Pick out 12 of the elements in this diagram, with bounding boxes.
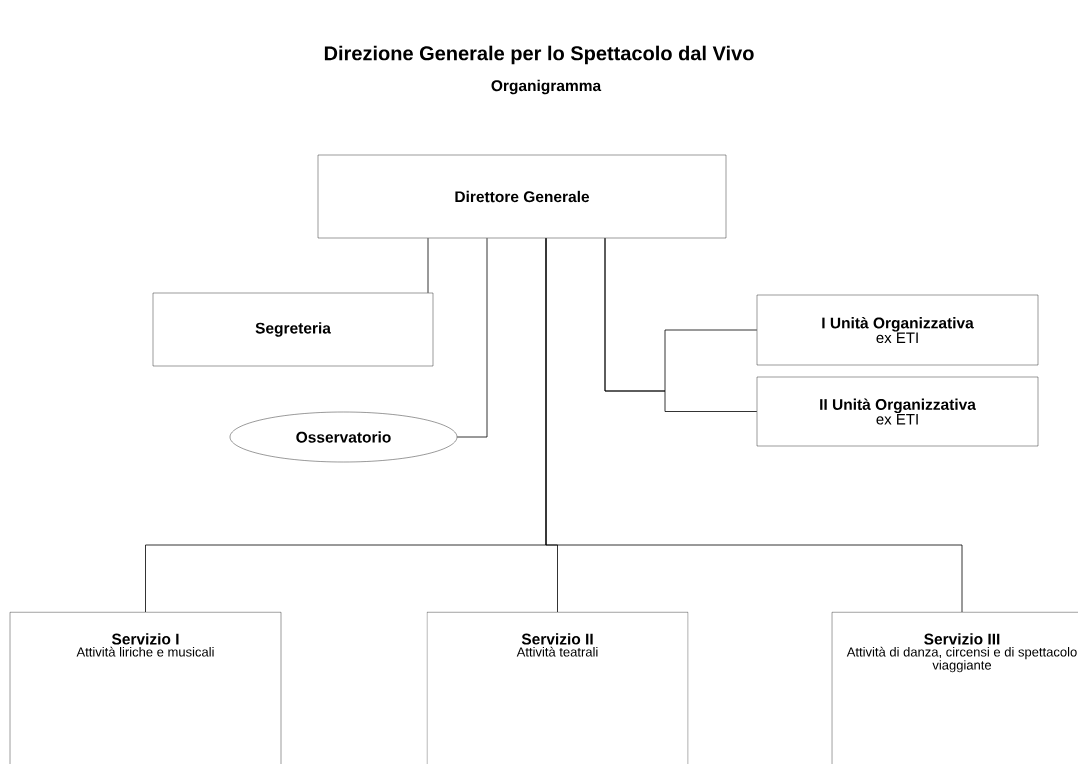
service-box: Servizio III Attività di danza, circensi e di spettacolo viaggiante [831, 612, 1078, 764]
connector-line [545, 237, 963, 613]
org-box: II Unità Organizzativa ex ETI [756, 376, 1039, 447]
connector-line [427, 237, 429, 294]
org-box: Direttore Generale [317, 154, 727, 239]
org-box: Segreteria [152, 292, 434, 367]
subtitle: Organigramma [491, 79, 602, 95]
service-box: Servizio II Attività teatrali [426, 612, 689, 764]
connector-line [456, 237, 488, 438]
service-box: Servizio I Attività liriche e musicali [9, 612, 282, 764]
title: Direzione Generale per lo Spettacolo dal Vivo [324, 45, 754, 65]
org-box: I Unità Organizzativa ex ETI [756, 294, 1039, 366]
